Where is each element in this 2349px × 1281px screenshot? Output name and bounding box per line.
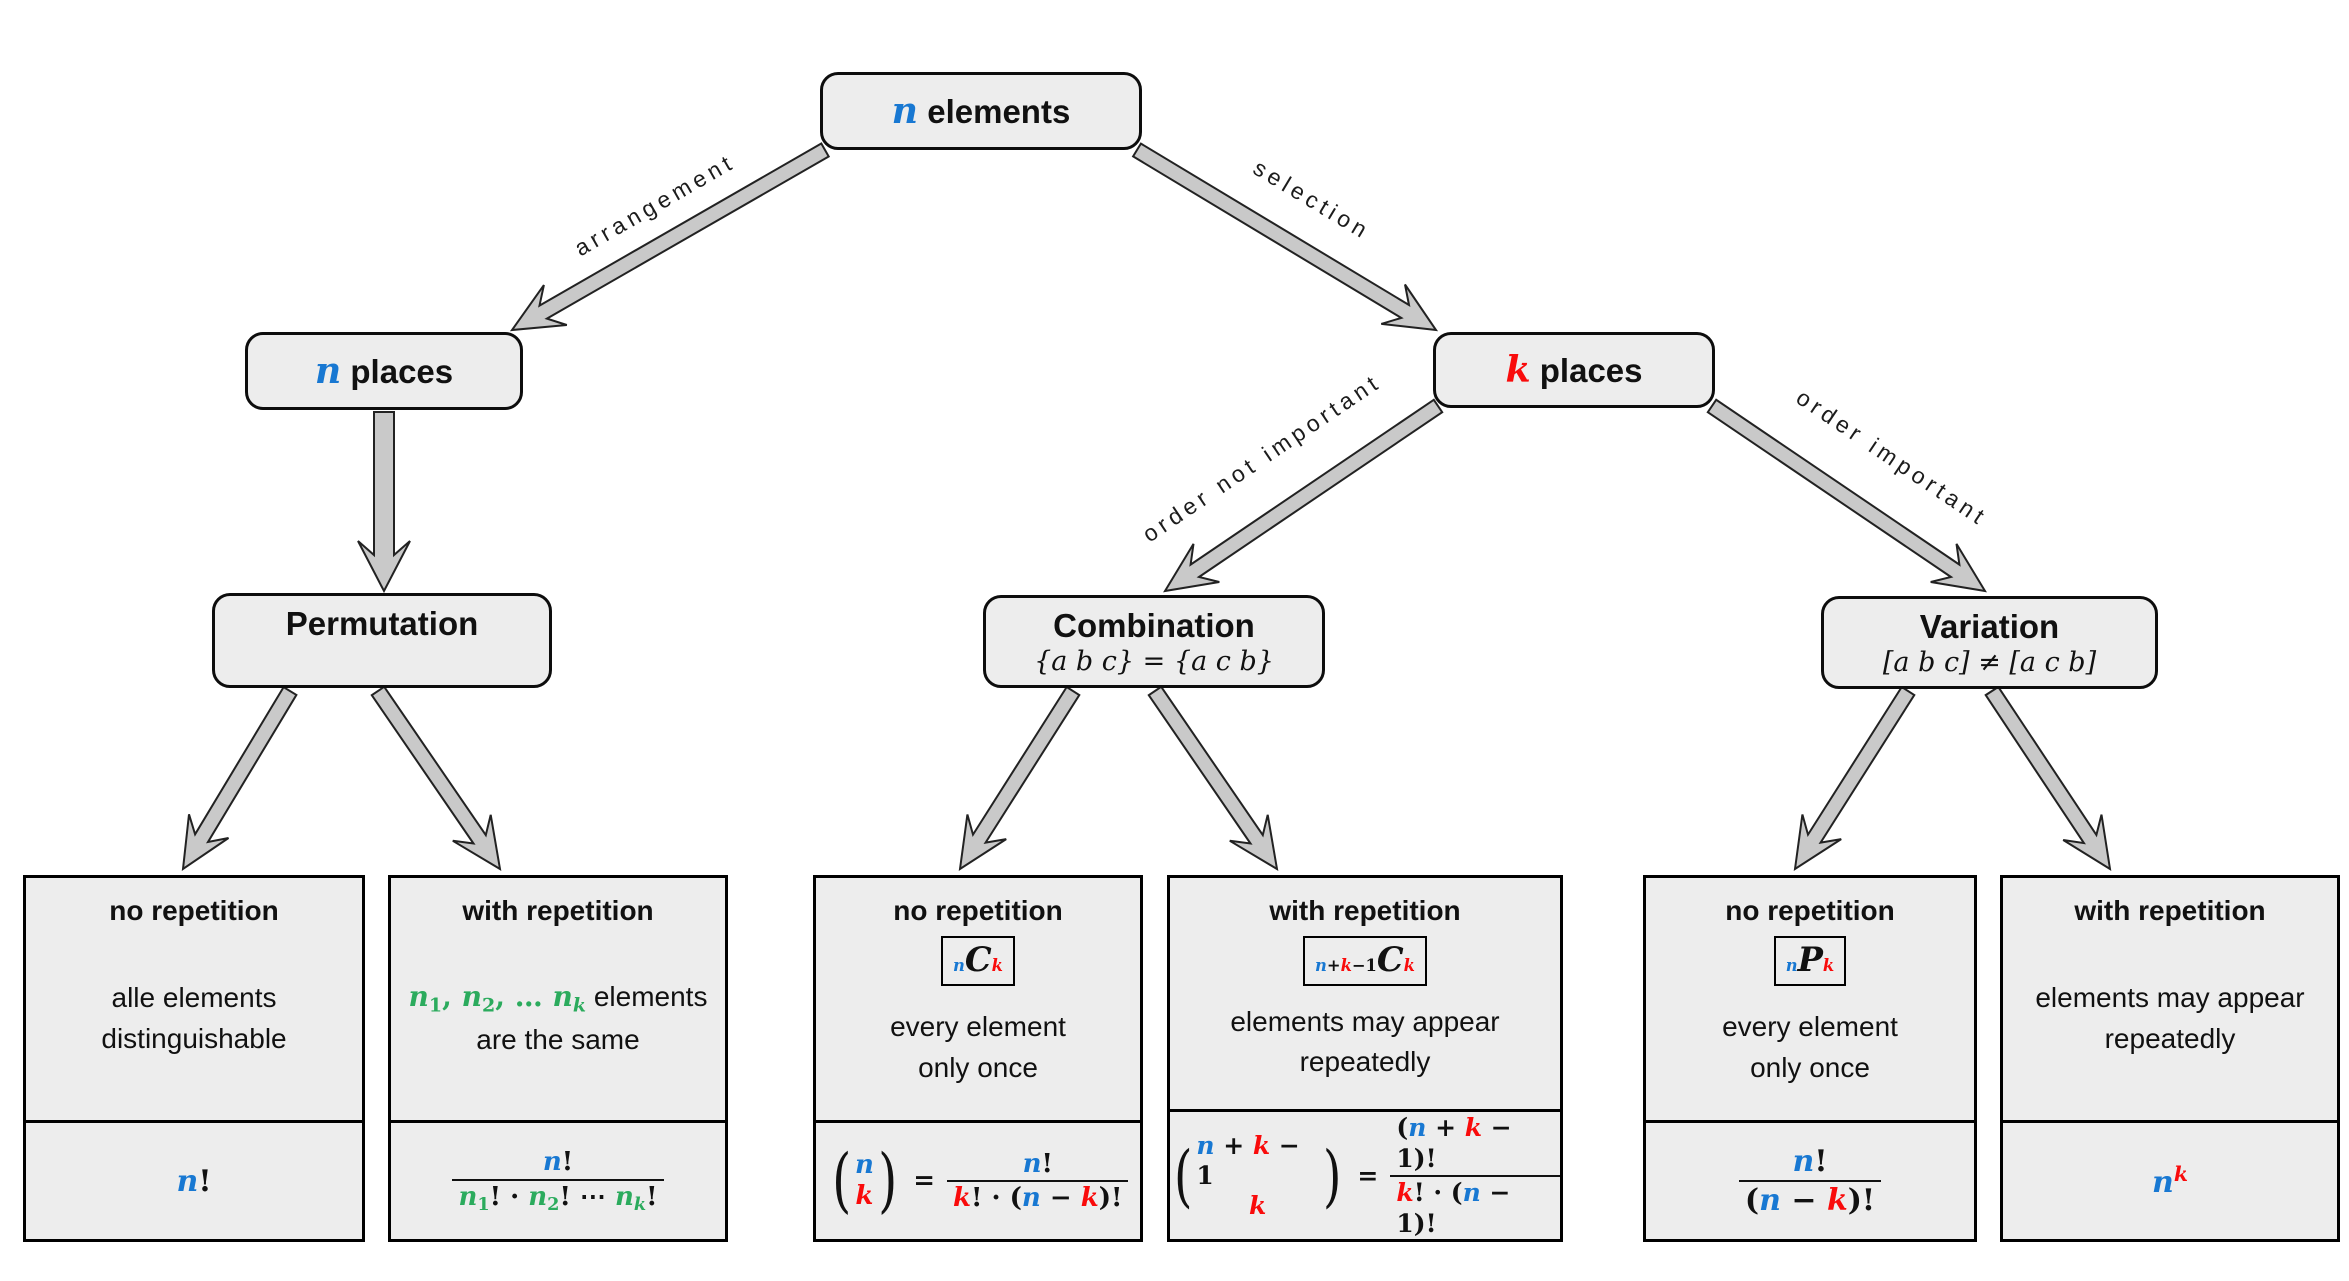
arrow (1147, 685, 1279, 871)
arrow (1163, 398, 1444, 593)
leaf-top: no repetition alle elements distinguisha… (26, 878, 362, 1120)
node-combination-title: Combination (1053, 607, 1255, 644)
formula-k-permutation: n! (n − k)! (1646, 1120, 1974, 1239)
desc-line: repeatedly (1299, 1046, 1431, 1078)
arrow (1706, 398, 1987, 593)
binomial: ( n k ) (828, 1139, 902, 1222)
desc-line: every element (890, 1011, 1066, 1043)
arrow (509, 142, 831, 332)
node-n-elements-label: n elements (891, 89, 1071, 133)
paren-right: ) (1323, 1135, 1342, 1215)
binomial-stack: n + k − 1 k (1196, 1131, 1319, 1221)
binomial-stack: n k (855, 1150, 874, 1212)
formula-text: nk (2152, 1161, 2188, 1201)
formula-text: n! (176, 1163, 212, 1199)
fraction-denominator: n1! · n2! ⋯ nk! (452, 1178, 664, 1216)
desc-line: distinguishable (101, 1022, 287, 1054)
formula-binomial: ( n k ) = n! k! · (n − k)! (816, 1120, 1140, 1239)
paren-left: ( (831, 1139, 851, 1222)
desc-line: n1, n2, … nk elements (408, 980, 708, 1017)
node-permutation: Permutation (212, 593, 552, 688)
equals-sign: = (913, 1166, 936, 1196)
leaf-description: elements may appear repeatedly (2035, 928, 2304, 1120)
desc-line: elements may appear (1230, 1005, 1500, 1037)
fraction: n! (n − k)! (1738, 1143, 1882, 1220)
fraction-numerator: (n + k − 1)! (1396, 1113, 1512, 1174)
arrow (1131, 142, 1439, 332)
arrow (1984, 685, 2112, 871)
arrow (181, 685, 298, 872)
leaf-permutation-with-repetition: with repetition n1, n2, … nk elements ar… (388, 875, 728, 1242)
binomial-top: n + k − 1 (1196, 1130, 1300, 1190)
fraction: n! n1! · n2! ⋯ nk! (452, 1146, 664, 1216)
leaf-title: with repetition (1269, 895, 1461, 926)
binomial-bottom: k (855, 1181, 874, 1211)
leaf-description: every element only once (1722, 986, 1898, 1120)
node-n-places: n places (245, 332, 523, 410)
leaf-variation-with-repetition: with repetition elements may appear repe… (2000, 875, 2340, 1242)
fraction-denominator: k! · (n − k)! (947, 1180, 1129, 1215)
formula-n-factorial: n! (26, 1120, 362, 1239)
arrow (357, 411, 411, 594)
leaf-permutation-no-repetition: no repetition alle elements distinguisha… (23, 875, 365, 1242)
leaf-description: every element only once (890, 986, 1066, 1120)
fraction-denominator: (n − k)! (1738, 1180, 1882, 1220)
leaf-top: with repetition n1, n2, … nk elements ar… (391, 878, 725, 1120)
leaf-description: alle elements distinguishable (101, 928, 286, 1120)
node-n-places-label: n places (314, 349, 454, 393)
fraction-numerator: n! (542, 1147, 574, 1178)
node-variation-subtitle: [a b c] ≠ [a c b] (1882, 646, 2097, 678)
formula-n-power-k: nk (2003, 1120, 2337, 1239)
binomial-bottom: k (1249, 1190, 1267, 1220)
desc-line: only once (1750, 1051, 1870, 1083)
node-combination: Combination {a b c} = {a c b} (983, 595, 1325, 688)
binomial-top: n (854, 1149, 874, 1180)
leaf-description: n1, n2, … nk elements are the same (409, 928, 708, 1120)
leaf-title: no repetition (1725, 895, 1895, 926)
arrow (1793, 685, 1916, 872)
node-k-places: k places (1433, 332, 1715, 408)
arrow (958, 685, 1081, 872)
binomial: ( n + k − 1 k ) (1170, 1131, 1345, 1221)
paren-right: ) (877, 1139, 898, 1222)
desc-line: repeatedly (2104, 1022, 2236, 1054)
equals-sign: = (1357, 1161, 1379, 1190)
formula-multiset-permutation: n! n1! · n2! ⋯ nk! (391, 1120, 725, 1239)
fraction-denominator: k! · (n − 1)! (1390, 1174, 1560, 1240)
fraction: (n + k − 1)! k! · (n − 1)! (1390, 1112, 1560, 1239)
node-variation-title: Variation (1919, 608, 2060, 645)
desc-line: elements may appear (2035, 982, 2305, 1014)
paren-left: ( (1173, 1135, 1193, 1215)
desc-line: alle elements (111, 982, 277, 1014)
fraction: n! k! · (n − k)! (947, 1148, 1129, 1215)
node-permutation-title: Permutation (285, 605, 479, 642)
leaf-title: with repetition (2074, 895, 2266, 926)
leaf-title: with repetition (462, 895, 654, 926)
fraction-numerator: n! (1022, 1148, 1053, 1179)
desc-line: only once (918, 1051, 1038, 1083)
fraction-numerator: n! (1792, 1143, 1828, 1179)
node-n-elements: n elements (820, 72, 1142, 150)
formula-multiset-binomial: ( n + k − 1 k ) = (n + k − 1)! k! · (n −… (1170, 1109, 1560, 1239)
leaf-top: with repetition elements may appear repe… (2003, 878, 2337, 1120)
leaf-title: no repetition (893, 895, 1063, 926)
leaf-description: elements may appear repeatedly (1230, 986, 1499, 1109)
node-variation: Variation [a b c] ≠ [a c b] (1821, 596, 2158, 689)
leaf-title: no repetition (109, 895, 279, 926)
arrow (370, 685, 502, 871)
desc-line: every element (1722, 1011, 1898, 1043)
desc-line: are the same (476, 1024, 640, 1056)
node-k-places-label: k places (1505, 348, 1643, 392)
node-combination-subtitle: {a b c} = {a c b} (1034, 645, 1274, 677)
